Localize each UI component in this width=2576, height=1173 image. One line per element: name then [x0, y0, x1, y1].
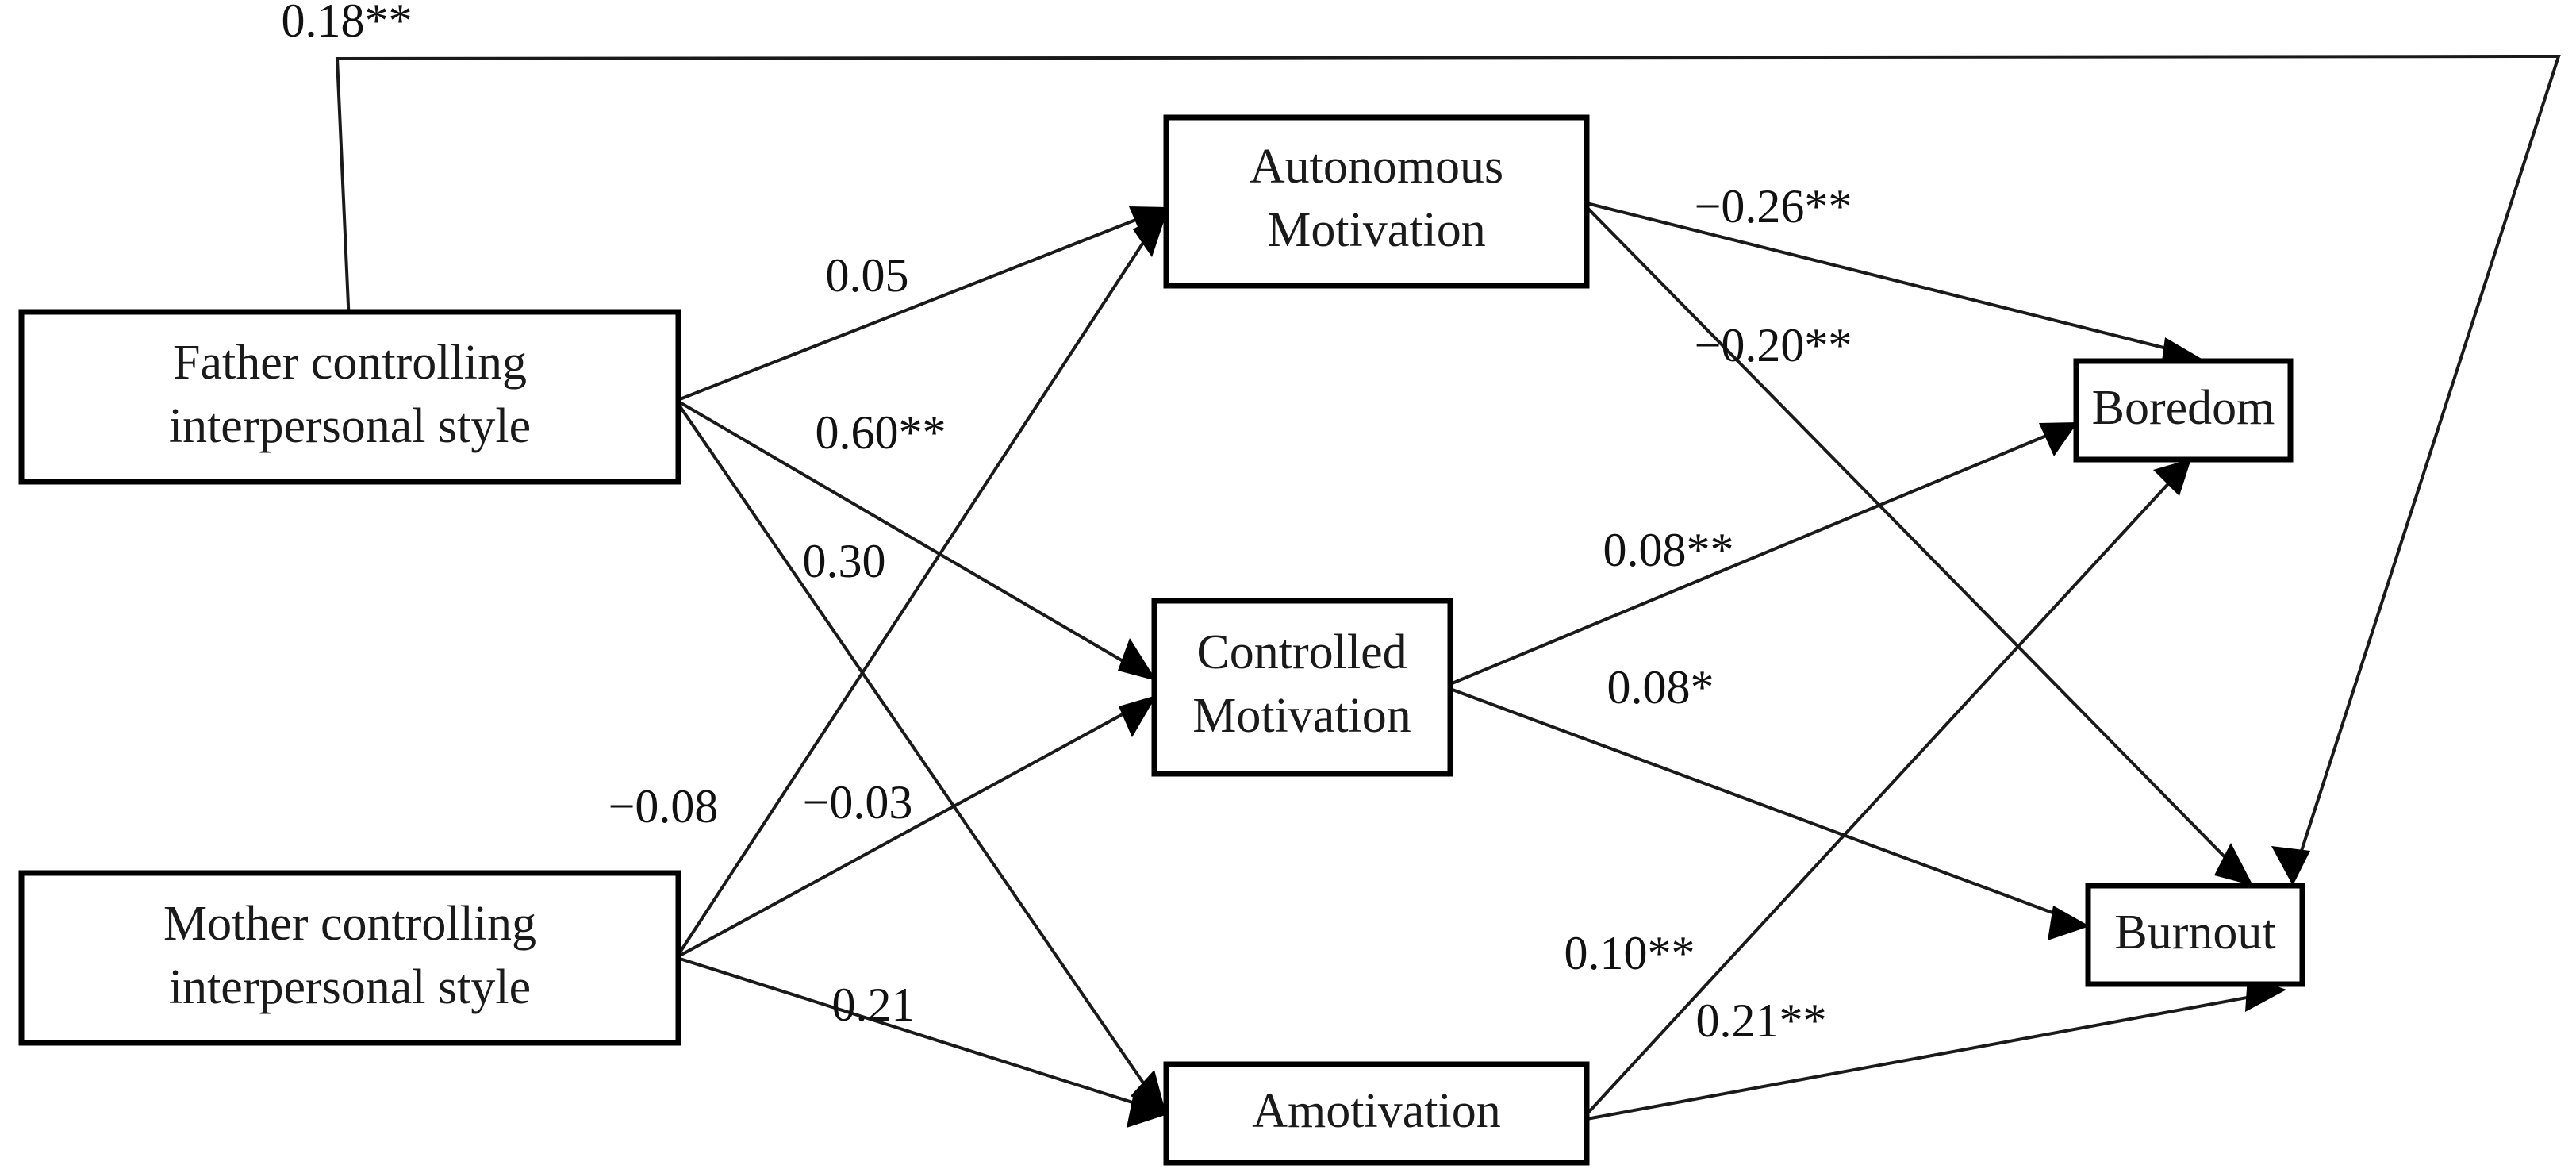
- edge-amotivation-boredom[interactable]: [1585, 459, 2191, 1116]
- edge-label-autonomous-boredom: −0.26**: [1695, 180, 1852, 233]
- arrowhead-father-controlled: [1118, 638, 1157, 681]
- edge-line-autonomous-boredom: [1586, 202, 2193, 356]
- node-label-autonomous-line1: Autonomous: [1250, 140, 1503, 194]
- arrowhead-father-burnout: [2271, 846, 2310, 886]
- arrowhead-autonomous-burnout: [2214, 843, 2253, 886]
- edge-autonomous-boredom[interactable]: [1586, 202, 2202, 373]
- node-box-amotivation: [1163, 1061, 1590, 1166]
- arrowhead-controlled-burnout: [2048, 906, 2090, 940]
- node-box-boredom: [2073, 358, 2294, 463]
- edge-label-controlled-boredom: 0.08**: [1603, 524, 1734, 576]
- edge-line-controlled-burnout: [1449, 687, 2081, 925]
- edge-line-controlled-boredom: [1449, 425, 2070, 686]
- edge-father-controlled[interactable]: [678, 401, 1157, 681]
- node-label-amotivation: Amotivation: [1252, 1084, 1500, 1138]
- edge-label-mother-amotivation: 0.21: [832, 979, 916, 1031]
- edge-mother-autonomous[interactable]: [678, 210, 1168, 954]
- arrowhead-mother-controlled: [1119, 695, 1157, 737]
- edge-line-mother-controlled: [679, 698, 1150, 957]
- edge-mother-amotivation[interactable]: [679, 957, 1168, 1128]
- nodes-layer: Father controlling interpersonal style M…: [18, 114, 2305, 1166]
- node-label-father-line1: Father controlling: [173, 336, 527, 390]
- edge-amotivation-burnout[interactable]: [1586, 976, 2286, 1121]
- edge-label-father-burnout: 0.18**: [282, 0, 413, 47]
- edge-label-mother-autonomous: −0.08: [608, 780, 719, 833]
- edge-line-mother-amotivation: [679, 957, 1161, 1113]
- node-burnout[interactable]: Burnout: [2085, 883, 2305, 987]
- arrowhead-controlled-boredom: [2039, 422, 2078, 456]
- edge-line-amotivation-burnout: [1586, 990, 2278, 1121]
- edge-line-autonomous-burnout: [1585, 206, 2247, 879]
- edge-label-mother-controlled: −0.03: [803, 776, 913, 829]
- node-label-controlled-line1: Controlled: [1196, 625, 1407, 679]
- node-mother[interactable]: Mother controlling interpersonal style: [18, 870, 681, 1046]
- edge-line-amotivation-boredom: [1585, 466, 2185, 1116]
- arrowhead-father-amotivation: [1131, 1070, 1166, 1114]
- edge-father-amotivation[interactable]: [678, 405, 1166, 1114]
- node-label-controlled-line2: Motivation: [1192, 689, 1411, 743]
- node-label-mother-line2: interpersonal style: [169, 960, 531, 1014]
- edge-controlled-burnout[interactable]: [1449, 687, 2090, 940]
- node-controlled-motivation[interactable]: Controlled Motivation: [1151, 598, 1453, 777]
- edge-label-father-controlled: 0.60**: [816, 406, 946, 459]
- node-amotivation[interactable]: Amotivation: [1163, 1061, 1590, 1166]
- edges-layer: [335, 54, 2561, 1128]
- node-label-boredom: Boredom: [2092, 381, 2275, 435]
- edge-label-amotivation-boredom: 0.10**: [1564, 927, 1695, 979]
- arrowhead-mother-autonomous: [1133, 210, 1168, 257]
- edge-line-father-controlled: [678, 401, 1150, 678]
- edge-line-father-burnout: [335, 54, 2561, 879]
- node-autonomous-motivation[interactable]: Autonomous Motivation: [1163, 114, 1590, 289]
- node-boredom[interactable]: Boredom: [2073, 358, 2294, 463]
- edge-mother-controlled[interactable]: [679, 695, 1157, 957]
- edge-label-autonomous-burnout: −0.20**: [1695, 319, 1852, 371]
- node-box-mother: [18, 870, 681, 1046]
- node-label-autonomous-line2: Motivation: [1267, 203, 1486, 257]
- edge-father-autonomous[interactable]: [679, 206, 1168, 401]
- edge-labels-layer: 0.18** 0.05 0.60** 0.30 −0.08 −0.03 0.21…: [282, 0, 1852, 1047]
- arrowhead-amotivation-boredom: [2153, 459, 2191, 496]
- node-box-father: [18, 309, 681, 485]
- edge-controlled-boredom[interactable]: [1449, 422, 2078, 686]
- node-label-father-line2: interpersonal style: [169, 399, 531, 453]
- edge-line-father-amotivation: [678, 405, 1161, 1109]
- edge-label-controlled-burnout: 0.08*: [1607, 661, 1714, 713]
- node-label-mother-line1: Mother controlling: [163, 897, 536, 951]
- edge-label-father-autonomous: 0.05: [826, 249, 909, 302]
- edge-line-father-autonomous: [679, 209, 1161, 401]
- node-box-burnout: [2085, 883, 2305, 987]
- edge-label-amotivation-burnout: 0.21**: [1696, 994, 1827, 1047]
- edge-label-father-amotivation: 0.30: [803, 535, 886, 587]
- node-box-autonomous-motivation: [1163, 114, 1590, 289]
- edge-father-burnout[interactable]: [335, 54, 2561, 886]
- edge-line-mother-autonomous: [678, 214, 1162, 954]
- node-label-burnout: Burnout: [2114, 906, 2275, 960]
- edge-autonomous-burnout[interactable]: [1585, 206, 2253, 886]
- node-box-controlled-motivation: [1151, 598, 1453, 777]
- arrowhead-mother-amotivation: [1127, 1093, 1168, 1128]
- node-father[interactable]: Father controlling interpersonal style: [18, 309, 681, 485]
